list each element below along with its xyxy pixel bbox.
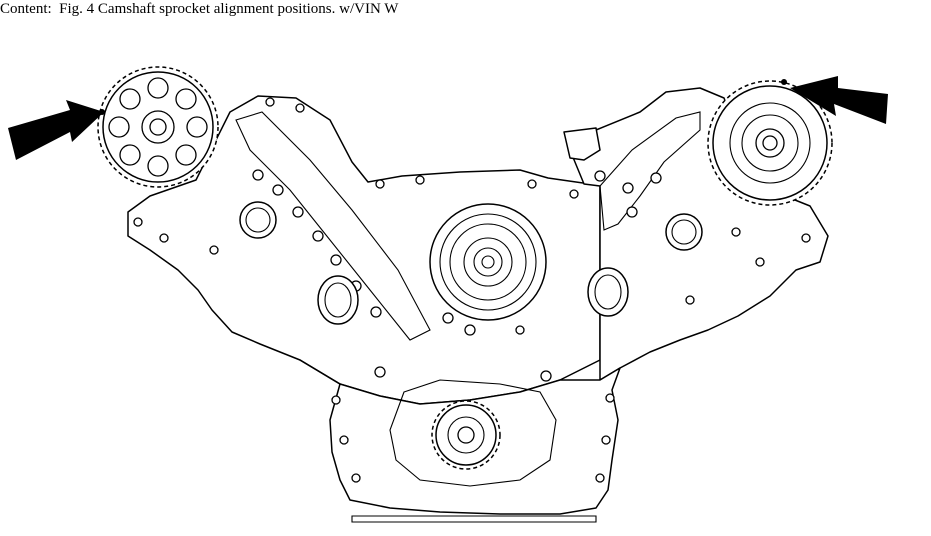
oil-pan-rail bbox=[351, 515, 597, 523]
right-chain-tensioner bbox=[599, 111, 701, 231]
figure-caption: Content: Fig. 4 Camshaft sprocket alignm… bbox=[0, 0, 398, 18]
right-tensioner-bracket bbox=[563, 127, 601, 161]
caption-prefix: Content: bbox=[0, 1, 60, 17]
left-camshaft-sprocket bbox=[97, 66, 219, 188]
left-camshaft-sprocket-alignment-arrow bbox=[8, 100, 104, 160]
left-bank-bores bbox=[239, 201, 359, 325]
right-camshaft-sprocket bbox=[707, 79, 833, 206]
caption-text: Fig. 4 Camshaft sprocket alignment posit… bbox=[59, 1, 399, 17]
left-chain-guide bbox=[235, 111, 431, 341]
right-camshaft-sprocket-alignment-arrow bbox=[790, 76, 888, 124]
engine-timing-diagram bbox=[8, 66, 888, 523]
right-tensioner-holes bbox=[594, 170, 662, 218]
oil-pump-housing bbox=[389, 379, 557, 487]
water-pump-pulley bbox=[429, 203, 547, 321]
right-bank-bores bbox=[587, 213, 703, 317]
perimeter-bolt-holes bbox=[133, 97, 811, 483]
crankshaft-sprocket bbox=[431, 400, 501, 470]
left-sprocket-lightening-holes bbox=[108, 77, 208, 177]
right-sprocket-timing-mark bbox=[781, 79, 787, 85]
